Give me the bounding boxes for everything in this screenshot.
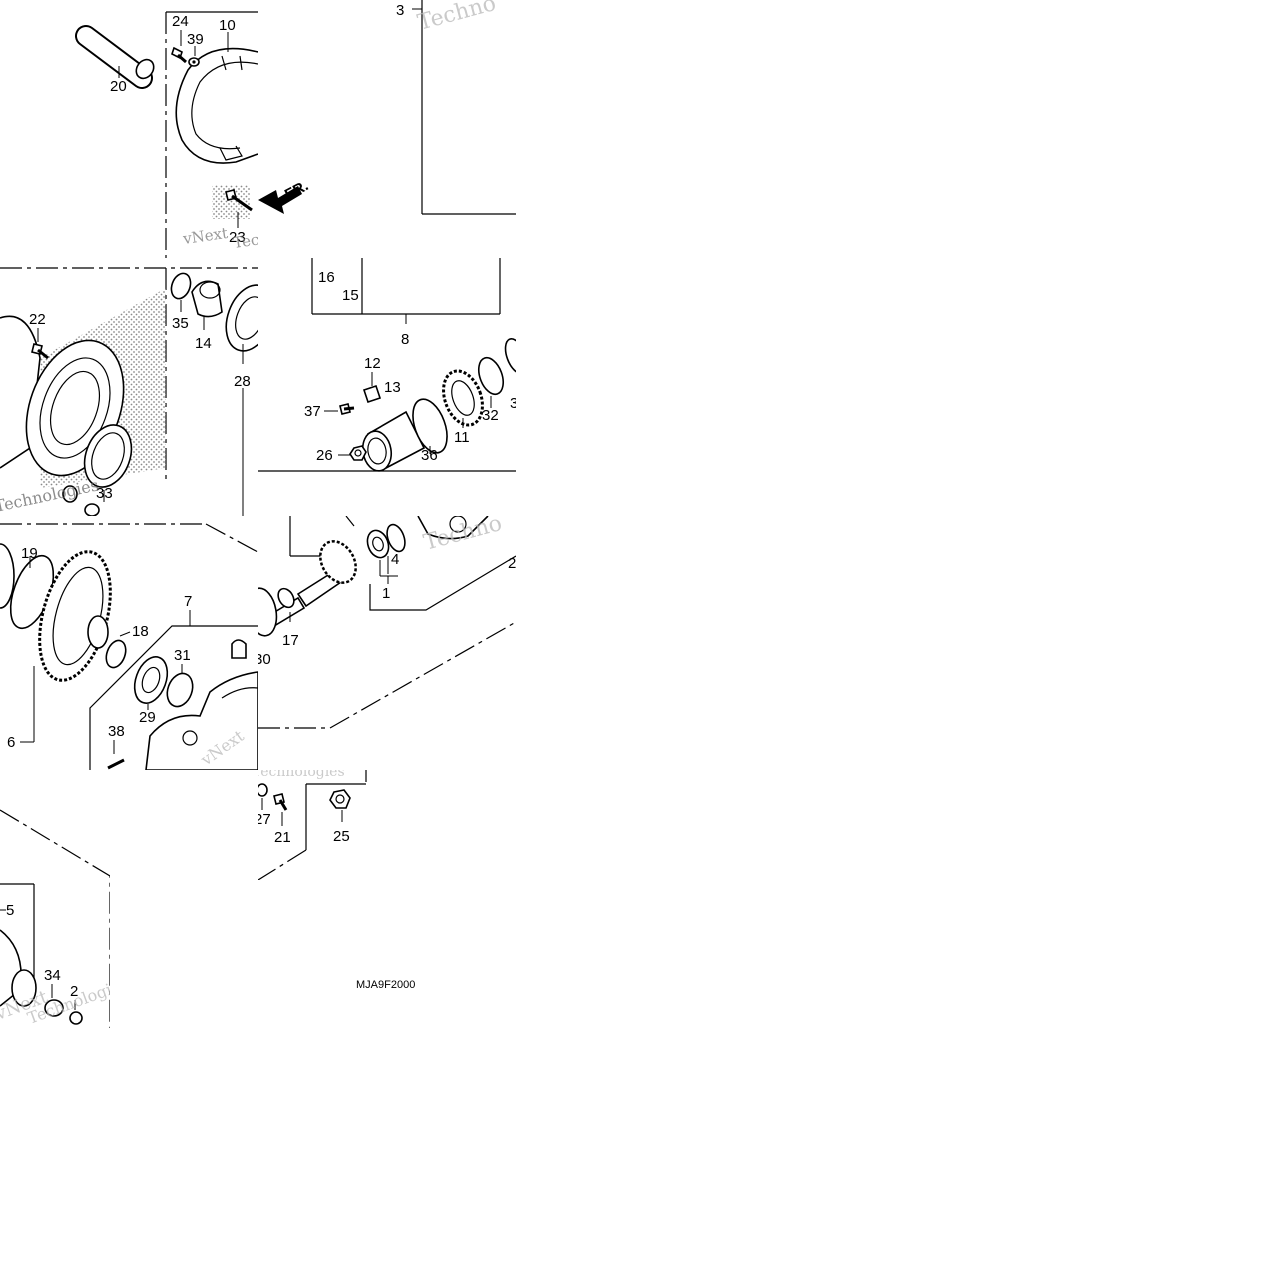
part-38-stud	[107, 758, 125, 770]
part-25-nut	[329, 789, 351, 809]
part-35-o-ring	[170, 272, 192, 300]
diagram-code: MJA9F2000	[356, 979, 415, 991]
callout-36: 36	[421, 447, 438, 464]
callout-2-partial: 2	[508, 555, 516, 572]
part-34-washer	[44, 999, 64, 1017]
callout-30: 30	[258, 651, 271, 668]
part-washer	[62, 485, 78, 503]
part-33-seal	[83, 424, 133, 488]
part-13-sleeve	[361, 410, 426, 472]
callout-29: 29	[139, 709, 156, 726]
callout-38: 38	[108, 723, 125, 740]
part-22-bolt	[31, 343, 49, 360]
callout-24: 24	[172, 13, 189, 30]
part-bearing	[504, 338, 516, 374]
part-21-bolt	[273, 793, 288, 811]
callout-23: 23	[229, 229, 246, 246]
callout-2: 2	[70, 983, 78, 1000]
tile-mid-left: 22 33 35 14	[0, 258, 258, 516]
part-17-washer	[277, 587, 295, 609]
callout-15: 15	[342, 287, 359, 304]
part-30-bearing	[258, 587, 278, 637]
callout-19: 19	[21, 545, 38, 562]
callout-34: 34	[44, 967, 61, 984]
callout-21: 21	[274, 829, 291, 846]
part-11-gear	[442, 369, 484, 427]
part-39-washer	[188, 57, 200, 67]
callout-5: 5	[6, 902, 14, 919]
callout-28: 28	[234, 373, 251, 390]
part-12-nut	[362, 384, 382, 404]
watermark-text: Techno	[415, 0, 499, 36]
callout-32: 32	[482, 407, 499, 424]
part-32-ring	[477, 356, 505, 396]
callout-37: 37	[304, 403, 321, 420]
part-4-bearing	[366, 523, 406, 559]
callout-17: 17	[282, 632, 299, 649]
part-bearing	[11, 969, 37, 1007]
callout-18: 18	[132, 623, 149, 640]
callout-3: 3	[396, 2, 404, 19]
callout-27: 27	[258, 811, 271, 828]
callout-13: 13	[384, 379, 401, 396]
watermark-text: Tec	[232, 231, 258, 252]
part-pinion-shaft	[266, 540, 357, 628]
part-31-seal	[166, 672, 194, 708]
part-bearing	[0, 543, 15, 609]
tile-bottom-center: Technologies 27 21 25	[258, 770, 368, 880]
callout-31: 31	[174, 647, 191, 664]
part-14-collar	[191, 280, 223, 318]
callout-1: 1	[382, 585, 390, 602]
callout-35: 35	[172, 315, 189, 332]
part-housing	[0, 315, 125, 477]
part-2-bolt	[69, 1011, 83, 1025]
callout-6: 6	[7, 734, 15, 751]
part-24-bolt	[171, 46, 187, 64]
tile-lower-left: 19 18 6 7 29	[0, 516, 258, 770]
callout-4: 4	[391, 551, 399, 568]
callout-14: 14	[195, 335, 212, 352]
part-20-tube	[75, 25, 155, 89]
part-29-bearing	[133, 656, 169, 704]
watermark-text: vNext	[181, 224, 229, 248]
tile-top-left: 20 10 24 39	[0, 0, 258, 258]
part-gear-case	[417, 516, 489, 540]
callout-8: 8	[401, 331, 409, 348]
tile-lower-center: 17 30 4 1 Techno 2	[258, 516, 516, 770]
part-6-ring-gear	[38, 550, 112, 682]
part-cap	[231, 639, 247, 659]
part-final-case	[145, 671, 258, 770]
part-18-washer	[105, 639, 127, 669]
tile-bottom-left: 5 34 2 vNext Technologies	[0, 770, 110, 1028]
callout-26: 26	[316, 447, 333, 464]
part-10-cover	[175, 47, 258, 164]
part-26-nut	[349, 445, 367, 461]
callout-12: 12	[364, 355, 381, 372]
part-23-bolt	[225, 189, 253, 212]
part-28-bearing	[225, 284, 258, 352]
callout-20: 20	[110, 78, 127, 95]
callout-11: 11	[454, 429, 470, 446]
part-27-washer	[258, 783, 268, 797]
callout-10: 10	[219, 17, 236, 34]
diagram-code-container: MJA9F2000	[352, 976, 432, 997]
part-washer	[84, 503, 100, 516]
callout-39: 39	[187, 31, 204, 48]
tile-center: 8 16 15 12 37 13 36	[258, 258, 516, 516]
part-36-o-ring	[412, 398, 448, 454]
part-37-bolt	[339, 403, 355, 415]
callout-25: 25	[333, 828, 350, 845]
callout-33: 33	[96, 485, 113, 502]
callout-16: 16	[318, 269, 335, 286]
callout-22: 22	[29, 311, 46, 328]
callout-7: 7	[184, 593, 192, 610]
callout-3-partial: 3	[510, 395, 516, 412]
watermark-text: Technologies	[258, 770, 345, 780]
tile-top-middle: 3 Techno FR.	[258, 0, 516, 258]
fr-direction-arrow: FR.	[258, 177, 311, 214]
